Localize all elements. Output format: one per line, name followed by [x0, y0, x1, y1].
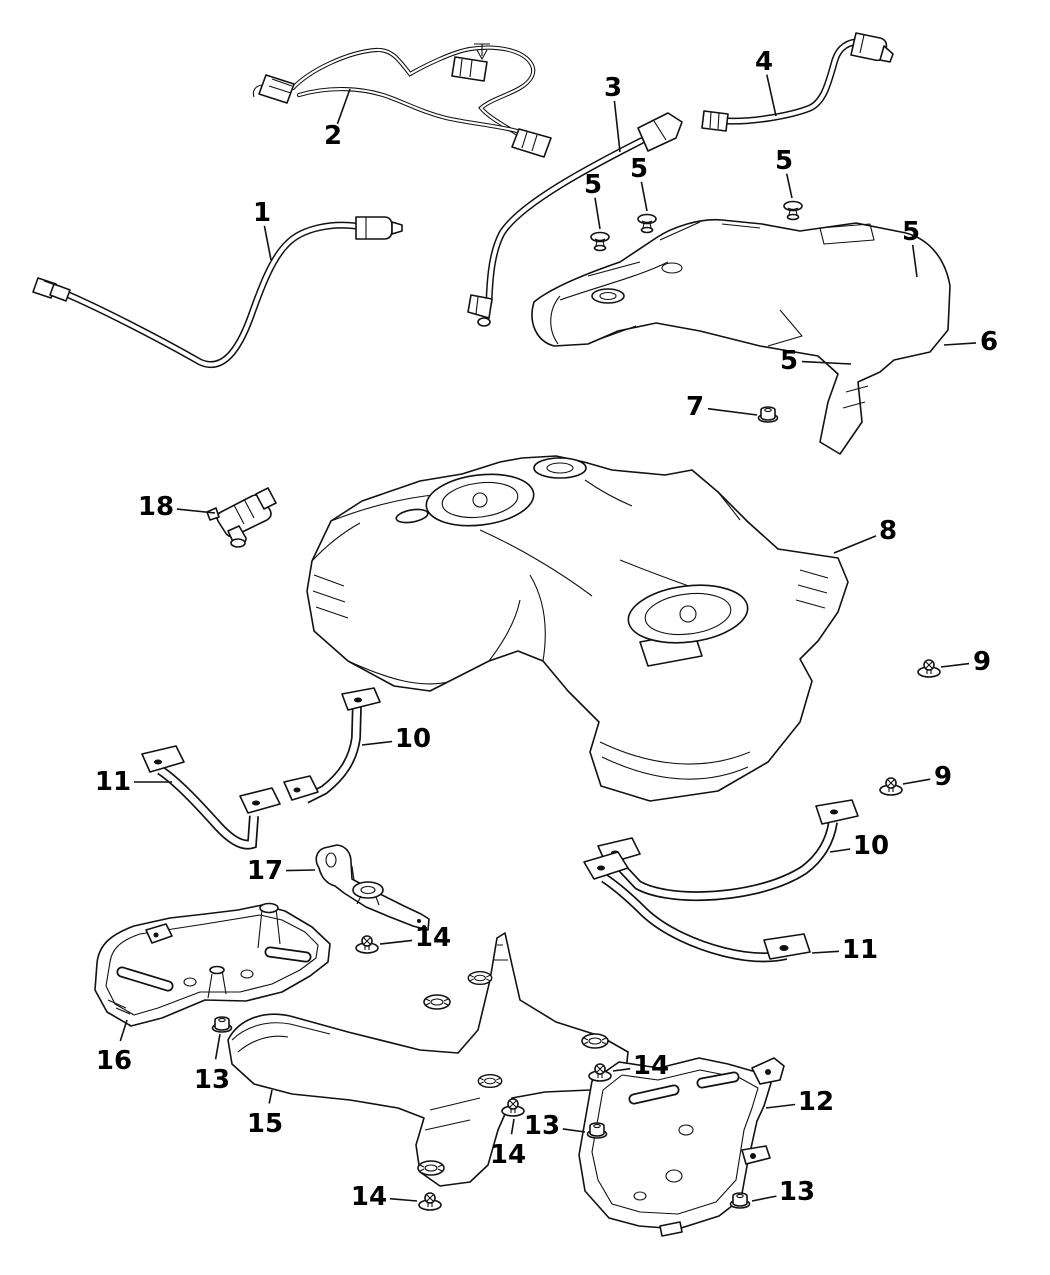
screw-grommet-icon — [355, 935, 379, 954]
callout-label-part-5: 5 — [902, 217, 920, 247]
callout-leader-line-part-11 — [811, 950, 840, 954]
part-18-sensor — [206, 487, 277, 548]
callout-leader-line-part-9 — [940, 662, 970, 668]
callout-label-part-5: 5 — [584, 170, 602, 200]
callout-label-part-1: 1 — [253, 198, 271, 228]
callout-leader-line-part-18 — [176, 508, 216, 514]
callout-label-part-4: 4 — [755, 47, 773, 77]
callout-label-part-14: 14 — [490, 1140, 526, 1170]
pump-ring-left — [425, 473, 535, 527]
callout-leader-line-part-7 — [707, 407, 758, 416]
callout-leader-line-part-3 — [613, 100, 621, 153]
nut-icon — [586, 1122, 608, 1139]
callout-label-part-5: 5 — [630, 154, 648, 184]
part-10-strap-rear-upper — [597, 799, 859, 902]
part-1-fuel-line — [32, 216, 403, 369]
callout-leader-line-part-15 — [268, 1089, 273, 1104]
part-11-strap-front-right — [141, 745, 281, 850]
nut-icon — [757, 406, 779, 423]
callout-label-part-10: 10 — [395, 724, 431, 754]
nut-icon — [211, 1016, 233, 1033]
push-pin-clip-icon — [783, 200, 803, 221]
part-2-wiring-harness — [252, 43, 552, 158]
callout-leader-line-part-14 — [379, 939, 413, 945]
callout-leader-line-part-5 — [801, 360, 852, 365]
callout-label-part-14: 14 — [351, 1182, 387, 1212]
callout-label-part-2: 2 — [324, 121, 342, 151]
callout-label-part-7: 7 — [686, 392, 704, 422]
callout-label-part-15: 15 — [247, 1109, 283, 1139]
callout-leader-line-part-13 — [751, 1195, 777, 1202]
callout-leader-line-part-5 — [640, 181, 648, 212]
screw-grommet-icon — [917, 659, 941, 678]
callout-label-part-8: 8 — [879, 516, 897, 546]
callout-label-part-10: 10 — [853, 831, 889, 861]
callout-leader-line-part-6 — [943, 342, 977, 346]
callout-leader-line-part-17 — [285, 869, 316, 872]
callout-leader-line-part-10 — [829, 848, 851, 853]
callout-label-part-12: 12 — [798, 1087, 834, 1117]
callout-leader-line-part-13 — [562, 1128, 586, 1133]
callout-leader-line-part-14 — [389, 1197, 418, 1202]
callout-leader-line-part-5 — [911, 244, 918, 278]
part-17-bracket — [315, 844, 430, 931]
callout-label-part-6: 6 — [980, 327, 998, 357]
callout-label-part-13: 13 — [779, 1177, 815, 1207]
callout-label-part-14: 14 — [633, 1051, 669, 1081]
callout-label-part-9: 9 — [973, 647, 991, 677]
callout-leader-line-part-8 — [833, 535, 877, 554]
part-6-upper-shield — [531, 218, 951, 455]
part-12-skid-plate-right — [578, 1057, 785, 1237]
nut-icon — [729, 1192, 751, 1209]
push-pin-clip-icon — [637, 213, 657, 234]
callout-leader-line-part-14 — [612, 1067, 631, 1072]
callout-leader-line-part-5 — [785, 173, 793, 199]
callout-label-part-18: 18 — [138, 492, 174, 522]
push-pin-clip-icon — [590, 231, 610, 252]
part-4-vent-hose — [701, 32, 894, 132]
callout-label-part-16: 16 — [96, 1046, 132, 1076]
callout-leader-line-part-4 — [766, 74, 777, 117]
callout-leader-line-part-2 — [336, 88, 351, 125]
callout-label-part-5: 5 — [775, 146, 793, 176]
callout-label-part-9: 9 — [934, 762, 952, 792]
callout-leader-line-part-5 — [594, 197, 601, 230]
part-3-fuel-tube — [467, 112, 683, 327]
part-8-fuel-tank — [306, 455, 849, 802]
part-15-center-shield — [227, 932, 629, 1187]
callout-label-part-13: 13 — [524, 1111, 560, 1141]
pump-ring-right — [627, 584, 749, 644]
callout-label-part-11: 11 — [842, 935, 878, 965]
harness-clip-pin-icon — [474, 43, 490, 60]
screw-grommet-icon — [879, 777, 903, 796]
callout-label-part-17: 17 — [247, 856, 283, 886]
part-10-strap-front-left — [283, 687, 381, 804]
callout-leader-line-part-14 — [510, 1118, 515, 1135]
callout-label-part-11: 11 — [95, 767, 131, 797]
callout-leader-line-part-16 — [119, 1019, 128, 1042]
callout-label-part-13: 13 — [194, 1065, 230, 1095]
screw-grommet-icon — [418, 1192, 442, 1211]
part-16-skid-plate-left — [94, 902, 331, 1027]
callout-leader-line-part-13 — [214, 1033, 221, 1060]
callout-leader-line-part-10 — [361, 740, 393, 746]
callout-label-part-3: 3 — [604, 73, 622, 103]
callout-leader-line-part-1 — [263, 225, 272, 261]
callout-leader-line-part-12 — [765, 1103, 796, 1109]
callout-leader-line-part-9 — [902, 778, 931, 785]
callout-label-part-14: 14 — [415, 923, 451, 953]
callout-label-part-5: 5 — [780, 346, 798, 376]
part-11-strap-rear-lower — [583, 851, 811, 963]
